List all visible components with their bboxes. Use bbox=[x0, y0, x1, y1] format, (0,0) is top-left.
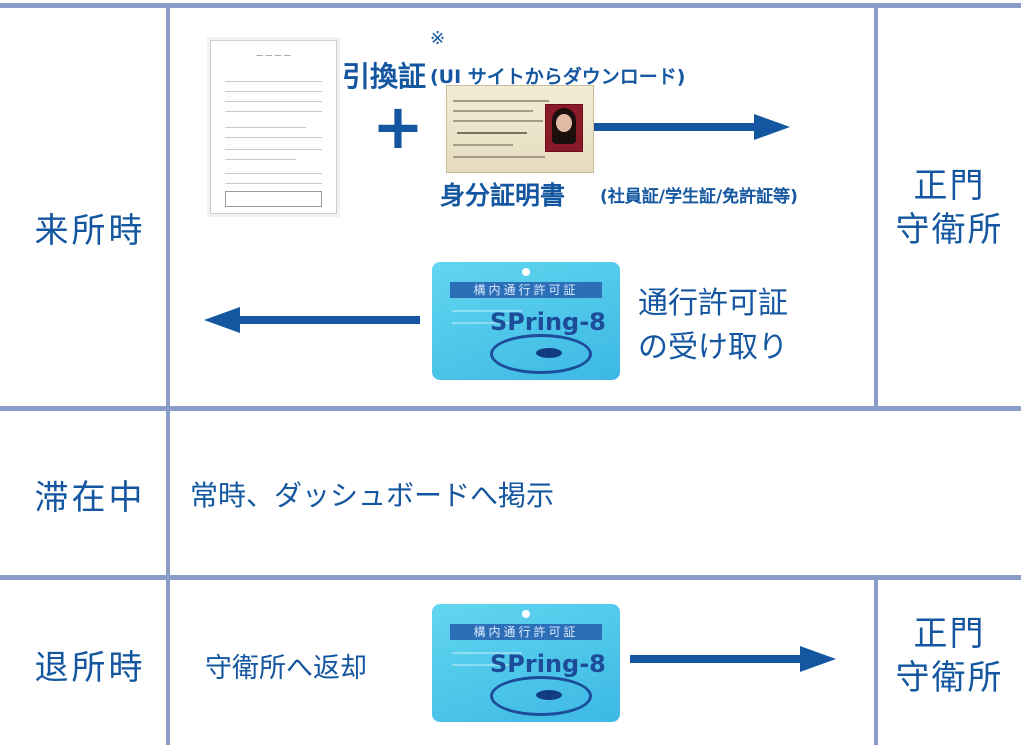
gate-column-divider-bottom bbox=[874, 575, 878, 745]
id-card-icon bbox=[446, 85, 594, 173]
row-label-stay: 滞在中 bbox=[34, 478, 146, 518]
gate-line1: 正門 bbox=[913, 166, 986, 206]
id-photo bbox=[545, 104, 583, 152]
gate-label-departure: 正門 守衛所 bbox=[878, 612, 1021, 700]
receive-line2: の受け取り bbox=[638, 330, 788, 365]
pass-card-logo: SPring-8 bbox=[490, 650, 606, 678]
row-label-departure: 退所時 bbox=[34, 648, 146, 688]
pass-card-band-text: 構内通行許可証 bbox=[450, 282, 602, 298]
top-border bbox=[0, 3, 1021, 8]
asterisk-mark: ※ bbox=[430, 28, 446, 49]
id-label: 身分証明書 bbox=[440, 181, 566, 210]
departure-instruction: 守衛所へ返却 bbox=[205, 653, 367, 684]
arrow-left-icon bbox=[204, 307, 420, 333]
gate-line2: 守衛所 bbox=[895, 658, 1004, 698]
id-note: (社員証/学生証/免許証等) bbox=[600, 187, 798, 207]
pass-card-logo: SPring-8 bbox=[490, 308, 606, 336]
row-label-arrival: 来所時 bbox=[34, 211, 146, 251]
stay-instruction: 常時、ダッシュボードへ掲示 bbox=[190, 479, 555, 512]
gate-column-divider-top bbox=[874, 3, 878, 411]
label-column-divider bbox=[166, 3, 170, 745]
pass-card-icon: 構内通行許可証 SPring-8 bbox=[432, 604, 620, 722]
row-divider-1 bbox=[0, 406, 1021, 411]
gate-label-arrival: 正門 守衛所 bbox=[878, 164, 1021, 252]
plus-sign: + bbox=[372, 90, 424, 163]
document-label: 引換証 bbox=[342, 60, 427, 93]
row-divider-2 bbox=[0, 575, 1021, 580]
arrow-right-icon bbox=[630, 646, 836, 672]
arrow-right-icon bbox=[594, 114, 790, 140]
document-icon: — — — — bbox=[210, 40, 337, 214]
gate-line1: 正門 bbox=[913, 614, 986, 654]
receive-label: 通行許可証 の受け取り bbox=[638, 282, 788, 370]
receive-line1: 通行許可証 bbox=[638, 286, 788, 321]
pass-card-icon: 構内通行許可証 SPring-8 bbox=[432, 262, 620, 380]
gate-line2: 守衛所 bbox=[895, 210, 1004, 250]
document-note: (UI サイトからダウンロード) bbox=[430, 66, 686, 88]
pass-card-band-text: 構内通行許可証 bbox=[450, 624, 602, 640]
